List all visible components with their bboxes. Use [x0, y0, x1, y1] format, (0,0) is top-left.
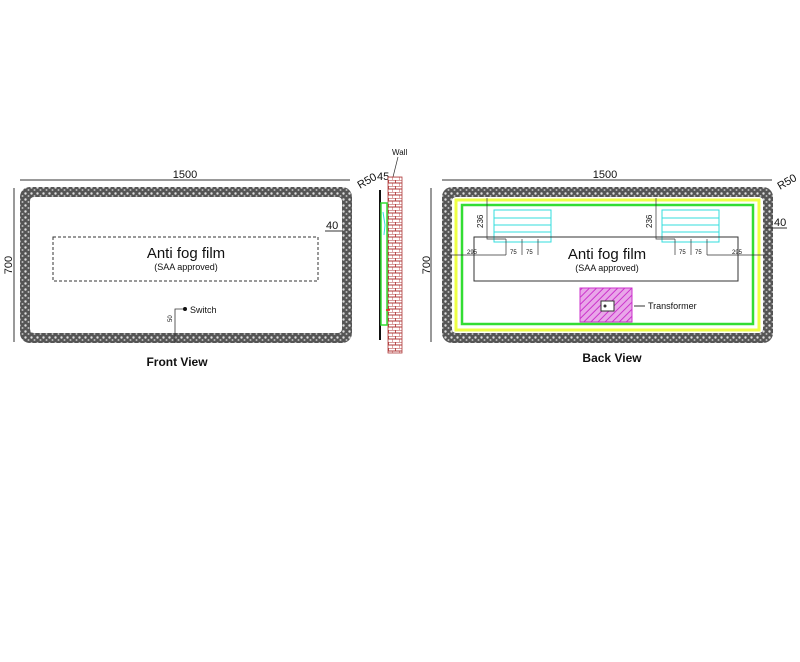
cable	[382, 211, 386, 236]
width-label: 1500	[593, 169, 617, 181]
inner-bracket	[460, 203, 755, 326]
mirror-glass	[30, 197, 342, 333]
height-label: 700	[3, 256, 15, 274]
width-label: 1500	[173, 169, 197, 181]
outer-bracket	[454, 198, 761, 332]
left-edge-label: 295	[467, 250, 478, 256]
spacing-label: 75	[679, 250, 686, 256]
spacing-label: 75	[510, 250, 517, 256]
switch-leader-line	[174, 308, 185, 343]
front-view: 1500 700 R50 40 Anti fog film (SAA appro…	[3, 169, 379, 369]
film-subtitle: (SAA approved)	[154, 262, 218, 272]
switch-offset-label: 50	[168, 315, 174, 322]
transformer-label: Transformer	[648, 301, 697, 311]
side-view: Wall 45	[377, 148, 407, 354]
mirror-back	[452, 197, 763, 333]
spacing-label: 75	[695, 250, 702, 256]
anti-fog-film-area	[473, 236, 739, 282]
film-title: Anti fog film	[147, 245, 225, 262]
wall-label: Wall	[392, 148, 407, 157]
left-vertical-label: 236	[476, 214, 485, 228]
anti-fog-film-area	[52, 236, 319, 282]
right-edge-label: 295	[732, 250, 743, 256]
switch-label: Switch	[190, 305, 217, 315]
depth-label: 45	[377, 171, 389, 183]
film-subtitle: (SAA approved)	[575, 263, 639, 273]
transformer-icon	[600, 300, 615, 312]
left-led-driver	[493, 209, 552, 243]
spacing-label: 75	[526, 250, 533, 256]
border-label: 40	[774, 217, 786, 229]
right-led-driver	[661, 209, 720, 243]
horizontal-dimension-lines	[448, 239, 768, 256]
wall-leader-line	[392, 156, 399, 178]
right-vertical-label: 236	[645, 214, 654, 228]
radius-label: R50	[356, 171, 379, 191]
radius-label: R50	[776, 172, 799, 192]
film-title: Anti fog film	[568, 246, 646, 263]
mounting-bracket	[380, 202, 388, 326]
vertical-dimension-lines	[486, 198, 675, 240]
switch-icon	[183, 307, 187, 311]
back-view-caption: Back View	[582, 351, 642, 365]
border-label: 40	[326, 220, 338, 232]
wall-bricks	[387, 176, 403, 354]
back-view: 1500 700 R50 40 236 236 295 295 75 75 75…	[421, 169, 799, 365]
height-label: 700	[421, 256, 433, 274]
front-view-caption: Front View	[146, 355, 208, 369]
